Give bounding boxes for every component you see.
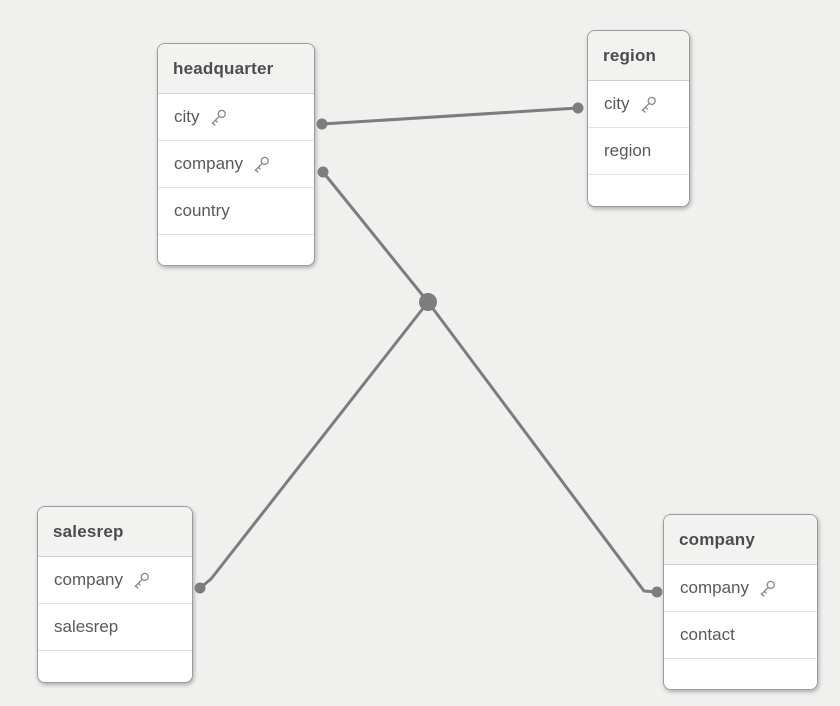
field-name: country (174, 201, 230, 220)
key-icon (211, 109, 226, 126)
field-row-headquarter-city[interactable]: city (158, 94, 314, 141)
connection-dot-region-city (572, 102, 584, 114)
table-title: headquarter (173, 58, 274, 78)
table-region[interactable]: region city region (587, 30, 690, 207)
table-title: salesrep (53, 521, 124, 541)
connector-salesrep-company-junction (198, 300, 430, 590)
empty-row (588, 175, 689, 206)
empty-row (38, 651, 192, 682)
field-name: city (174, 107, 200, 126)
connector-headquarter-company-company-company (321, 170, 659, 594)
field-row-salesrep-company[interactable]: company (38, 557, 192, 604)
table-headquarter[interactable]: headquarter city company (157, 43, 315, 266)
field-name: company (680, 578, 749, 597)
table-title: company (679, 529, 756, 549)
table-salesrep[interactable]: salesrep company salesrep (37, 506, 193, 683)
connection-dot-salesrep-company (194, 582, 206, 594)
key-icon (760, 580, 775, 597)
field-name: company (54, 570, 123, 589)
field-row-headquarter-company[interactable]: company (158, 141, 314, 188)
field-row-company-company[interactable]: company (664, 565, 817, 612)
connection-dot-headquarter-company (317, 166, 329, 178)
table-company[interactable]: company company contact (663, 514, 818, 690)
table-header-salesrep[interactable]: salesrep (38, 507, 192, 557)
connection-dot-company-company (651, 586, 663, 598)
field-row-salesrep-salesrep[interactable]: salesrep (38, 604, 192, 651)
connection-dot-headquarter-city (316, 118, 328, 130)
table-header-company[interactable]: company (664, 515, 817, 565)
empty-row (664, 659, 817, 689)
table-title: region (603, 45, 657, 65)
field-name: contact (680, 625, 735, 644)
key-icon (641, 96, 656, 113)
table-header-headquarter[interactable]: headquarter (158, 44, 314, 94)
field-name: company (174, 154, 243, 173)
field-name: region (604, 141, 652, 160)
connector-headquarter-city-region-city (320, 106, 580, 126)
key-icon (134, 572, 149, 589)
key-icon (254, 156, 269, 173)
field-name: salesrep (54, 617, 119, 636)
field-name: city (604, 94, 630, 113)
field-row-region-city[interactable]: city (588, 81, 689, 128)
field-row-region-region[interactable]: region (588, 128, 689, 175)
table-header-region[interactable]: region (588, 31, 689, 81)
key-junction-node (419, 293, 437, 311)
field-row-headquarter-country[interactable]: country (158, 188, 314, 235)
empty-row (158, 235, 314, 265)
field-row-company-contact[interactable]: contact (664, 612, 817, 659)
